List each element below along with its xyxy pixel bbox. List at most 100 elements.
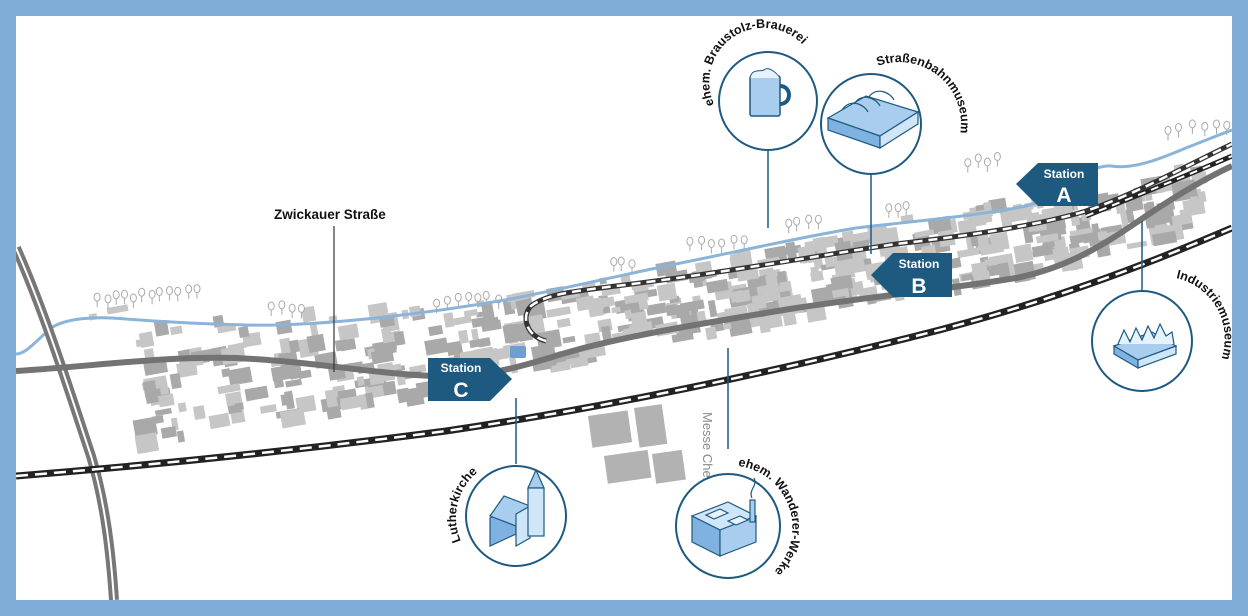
- building: [478, 339, 491, 348]
- building: [652, 449, 686, 484]
- city-map: Zwickauer Straße Messe Chemnitz Station …: [16, 16, 1232, 600]
- building: [1032, 247, 1056, 257]
- building: [777, 270, 788, 283]
- lutherkirche-poi[interactable]: [465, 465, 567, 567]
- tree: [814, 214, 822, 230]
- building: [1126, 240, 1148, 250]
- building: [824, 255, 835, 268]
- tree: [1201, 121, 1209, 137]
- tree: [974, 153, 982, 169]
- building: [831, 274, 854, 292]
- building: [451, 342, 462, 362]
- brauerei-poi[interactable]: [718, 51, 818, 151]
- building: [1000, 212, 1012, 220]
- building: [238, 325, 250, 338]
- station-a-marker[interactable]: Station A: [1016, 163, 1098, 207]
- building: [453, 315, 472, 326]
- building: [458, 329, 469, 344]
- building: [810, 270, 824, 283]
- station-c-word: Station: [441, 361, 482, 375]
- tree: [983, 157, 991, 173]
- building: [1069, 227, 1093, 237]
- building: [680, 299, 705, 313]
- building: [723, 323, 732, 330]
- building: [192, 405, 206, 420]
- station-b-marker[interactable]: Station B: [871, 253, 952, 298]
- building: [546, 306, 571, 318]
- beer-mug-icon: [749, 68, 791, 117]
- station-a-letter: A: [1056, 184, 1071, 207]
- building: [782, 309, 797, 327]
- building: [671, 331, 694, 343]
- building: [785, 241, 797, 259]
- tree: [1188, 119, 1196, 135]
- tree: [138, 287, 146, 303]
- building: [1182, 197, 1206, 217]
- building: [138, 331, 155, 348]
- building: [463, 308, 478, 318]
- station-c-marker[interactable]: Station C: [428, 358, 512, 402]
- building: [1082, 231, 1099, 244]
- building: [424, 337, 449, 356]
- building: [705, 278, 729, 294]
- building: [914, 229, 935, 238]
- building: [1125, 208, 1135, 223]
- tree: [104, 294, 112, 310]
- building: [536, 329, 562, 351]
- building: [623, 292, 649, 305]
- wanderer-factory-icon: [690, 477, 758, 557]
- tram-depot-icon: [826, 90, 920, 150]
- building: [142, 380, 158, 399]
- building: [765, 274, 779, 288]
- building: [1013, 243, 1034, 263]
- building: [225, 391, 243, 407]
- building: [1115, 203, 1127, 215]
- building: [393, 331, 406, 346]
- building: [593, 303, 604, 311]
- building: [1190, 195, 1199, 203]
- building: [481, 319, 502, 333]
- building: [729, 251, 747, 264]
- building: [480, 301, 495, 321]
- building: [208, 412, 231, 430]
- building: [132, 416, 158, 439]
- industriemuseum-poi[interactable]: [1091, 290, 1193, 392]
- building: [562, 335, 576, 344]
- building: [280, 393, 291, 406]
- tree: [964, 158, 972, 174]
- tree: [993, 152, 1001, 167]
- tree: [112, 290, 120, 306]
- building: [324, 389, 338, 408]
- building: [382, 380, 397, 396]
- building: [160, 425, 177, 439]
- building: [153, 319, 170, 337]
- strassenbahnmuseum-poi[interactable]: [820, 73, 922, 175]
- building: [151, 414, 164, 425]
- wanderer-poi[interactable]: [675, 473, 781, 579]
- building: [588, 410, 633, 448]
- river: [16, 128, 1232, 356]
- building: [760, 283, 781, 303]
- main-railway: [16, 224, 1232, 480]
- tree: [730, 234, 738, 250]
- tree: [698, 235, 706, 251]
- building: [176, 430, 186, 443]
- building: [471, 328, 479, 341]
- building: [247, 388, 261, 400]
- building: [810, 266, 819, 274]
- building: [1151, 230, 1178, 247]
- building: [812, 236, 828, 254]
- building: [217, 383, 241, 395]
- building: [646, 302, 668, 316]
- building: [301, 305, 317, 323]
- building: [443, 312, 455, 328]
- upper-railway: [523, 141, 1232, 344]
- building: [729, 283, 747, 292]
- building: [227, 404, 242, 415]
- tree: [707, 239, 715, 254]
- tree: [1213, 119, 1220, 135]
- building: [288, 339, 300, 354]
- building: [1042, 240, 1055, 249]
- building: [227, 366, 253, 386]
